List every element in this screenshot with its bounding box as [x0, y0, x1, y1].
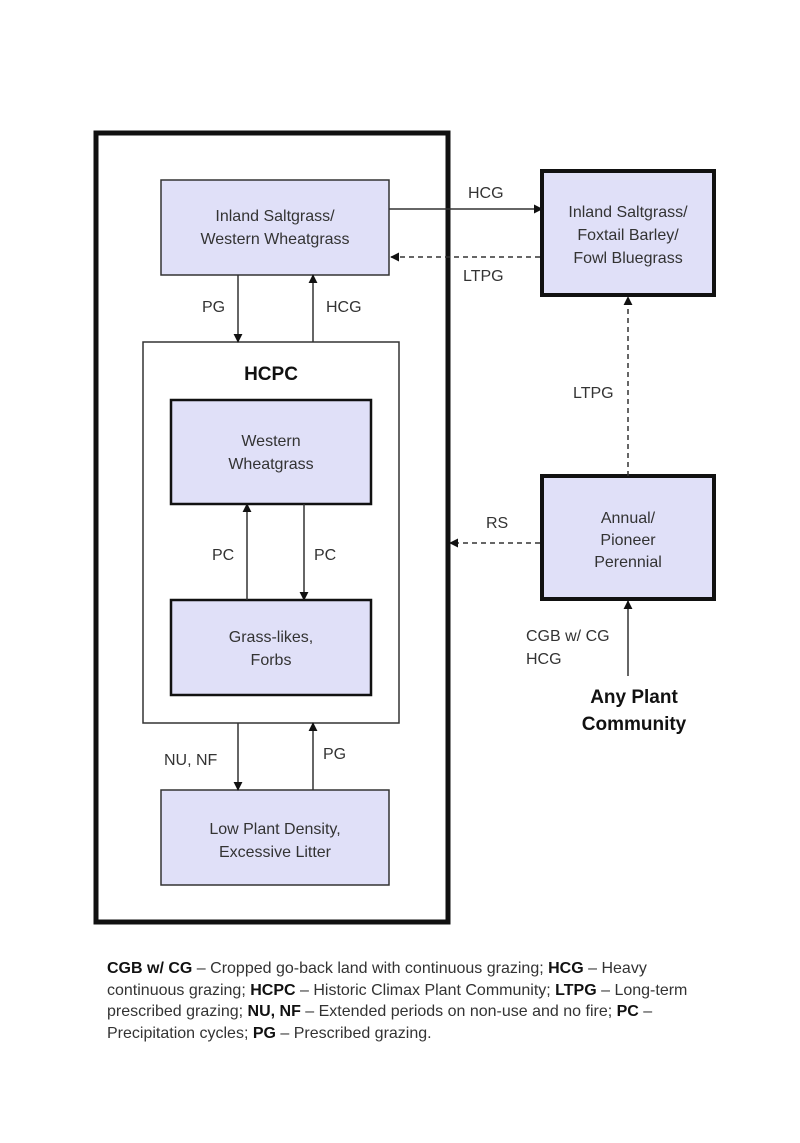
legend-term: CGB w/ CG	[107, 960, 193, 977]
legend-definition: – Prescribed grazing.	[275, 1024, 432, 1042]
box-grasslikes-forbs-line-2: Forbs	[251, 652, 292, 669]
box-western-wheatgrass-line-2: Wheatgrass	[228, 456, 313, 473]
label-cgb-line-1: CGB w/ CG	[526, 628, 610, 645]
hcpc-title: HCPC	[244, 364, 298, 385]
box-western-wheatgrass[interactable]: Western Wheatgrass	[169, 398, 373, 506]
label-pc-up: PC	[212, 547, 234, 564]
label-pg-down: PG	[202, 299, 225, 316]
box-low-plant-density-line-2: Excessive Litter	[219, 844, 332, 861]
legend-term: LTPG	[555, 981, 597, 999]
label-rs: RS	[486, 515, 508, 532]
legend-term: HCG	[548, 960, 584, 977]
legend-definition: – Historic Climax Plant Community;	[295, 981, 556, 999]
any-plant-community: Any Plant Community	[582, 687, 687, 735]
box-annual-pioneer[interactable]: Annual/ Pioneer Perennial	[540, 474, 716, 601]
box-low-plant-density-line-1: Low Plant Density,	[209, 821, 340, 838]
any-plant-community-line-2: Community	[582, 714, 687, 735]
legend-definition: – Heavy continuous grazing;	[107, 960, 647, 999]
box-grasslikes-forbs-line-1: Grass-likes,	[229, 629, 313, 646]
abbreviation-legend: CGB w/ CG – Cropped go-back land with co…	[107, 958, 717, 1044]
box-saltgrass-foxtail-line-2: Foxtail Barley/	[577, 227, 679, 244]
label-hcg-up: HCG	[326, 299, 362, 316]
box-annual-pioneer-line-3: Perennial	[594, 554, 662, 571]
state-transition-diagram: Inland Saltgrass/ Western Wheatgrass HCP…	[93, 130, 716, 925]
label-hcg-to-foxtail: HCG	[468, 185, 504, 202]
legend-term: PC	[616, 1003, 639, 1020]
box-annual-pioneer-line-2: Pioneer	[600, 532, 656, 549]
legend-definition: – Cropped go-back land with continuous g…	[192, 960, 549, 977]
box-saltgrass-foxtail-line-3: Fowl Bluegrass	[573, 250, 682, 267]
any-plant-community-line-1: Any Plant	[590, 687, 678, 708]
box-western-wheatgrass-line-1: Western	[241, 433, 300, 450]
label-cgb-line-2: HCG	[526, 651, 562, 668]
legend-definition: – Precipitation cycles;	[107, 1003, 653, 1042]
legend-term: PG	[252, 1024, 276, 1042]
legend-term: NU, NF	[247, 1003, 301, 1020]
box-saltgrass-foxtail-line-1: Inland Saltgrass/	[568, 204, 688, 221]
label-pc-down: PC	[314, 547, 336, 564]
box-grasslikes-forbs[interactable]: Grass-likes, Forbs	[169, 598, 373, 697]
legend-definition: – Long-term prescribed grazing;	[107, 981, 688, 1021]
box-saltgrass-foxtail[interactable]: Inland Saltgrass/ Foxtail Barley/ Fowl B…	[540, 169, 716, 297]
label-nunf: NU, NF	[164, 752, 218, 769]
box-annual-pioneer-line-1: Annual/	[601, 510, 656, 527]
box-saltgrass-western-line-1: Inland Saltgrass/	[215, 208, 335, 225]
label-ltpg-up: LTPG	[573, 385, 614, 402]
box-saltgrass-western[interactable]: Inland Saltgrass/ Western Wheatgrass	[160, 179, 390, 276]
label-ltpg-to-saltgrass-western: LTPG	[463, 268, 504, 285]
legend-definition: – Extended periods on non-use and no fir…	[300, 1003, 617, 1020]
box-saltgrass-western-line-2: Western Wheatgrass	[200, 231, 349, 248]
legend-term: HCPC	[250, 981, 296, 999]
reference-state-frame	[93, 130, 451, 925]
label-pg-up: PG	[323, 746, 346, 763]
box-low-plant-density[interactable]: Low Plant Density, Excessive Litter	[160, 789, 390, 886]
